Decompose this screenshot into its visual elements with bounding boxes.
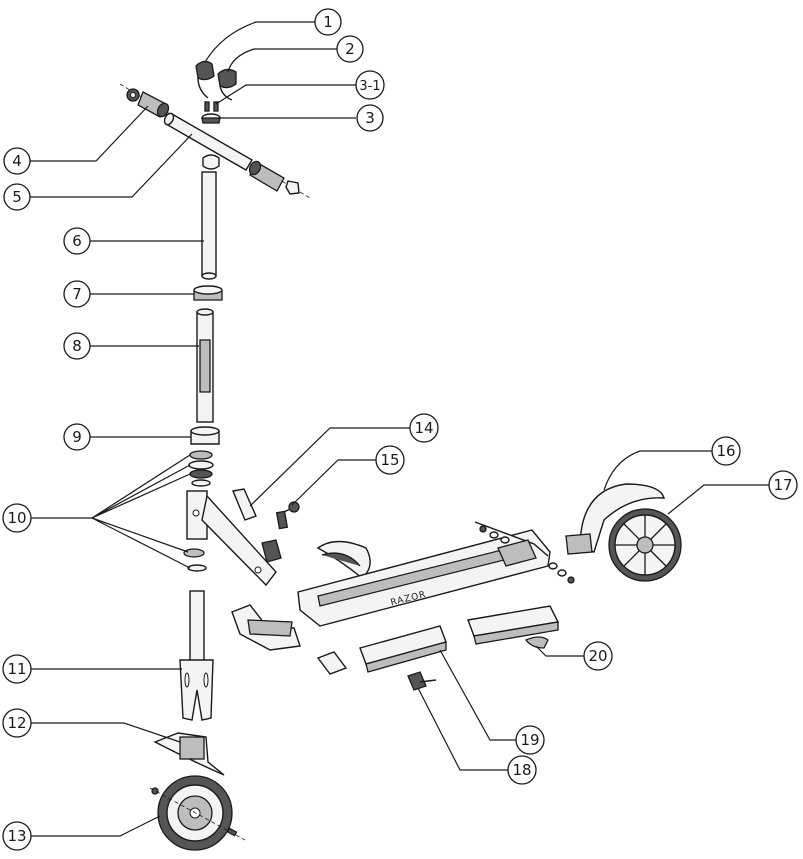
svg-text:15: 15 (380, 451, 399, 469)
upper-stem-tube (201, 171, 217, 280)
latch-bracket (261, 539, 282, 563)
svg-text:20: 20 (588, 647, 607, 665)
svg-text:6: 6 (72, 232, 82, 250)
rear-wheel (608, 508, 682, 582)
callout-7: 7 (63, 280, 91, 308)
callout-12: 12 (2, 708, 32, 738)
battery-tray (359, 625, 447, 673)
headset-cup (190, 426, 220, 445)
callout-19: 19 (515, 725, 545, 755)
lower-stem-tube (196, 308, 214, 423)
bearing-set (183, 450, 214, 572)
front-fender (153, 732, 225, 776)
folding-latch (232, 488, 257, 521)
grip-tape (316, 540, 371, 579)
front-fork (179, 590, 214, 721)
callout-14: 14 (409, 413, 439, 443)
svg-text:19: 19 (520, 731, 539, 749)
latch-bolt (275, 501, 300, 530)
svg-text:12: 12 (7, 714, 26, 732)
callout-6: 6 (63, 227, 91, 255)
front-skid-plate (231, 604, 301, 651)
svg-text:2: 2 (345, 40, 355, 58)
svg-text:9: 9 (72, 428, 82, 446)
handlebar-assembly (119, 60, 311, 199)
callout-13: 13 (2, 821, 32, 851)
folding-mechanism (186, 490, 277, 587)
callout-2: 2 (336, 35, 364, 63)
deck: RAZOR (297, 521, 551, 627)
left-grip (137, 91, 170, 118)
svg-text:11: 11 (7, 660, 26, 678)
callout-17: 17 (768, 470, 798, 500)
callout-20: 20 (583, 641, 613, 671)
svg-text:18: 18 (512, 761, 531, 779)
handlebar-clamp (201, 113, 221, 124)
charging-port (407, 671, 437, 691)
left-end-cap (126, 88, 140, 102)
callout-1: 1 (314, 8, 342, 36)
rear-fender (565, 483, 665, 555)
callout-5: 5 (3, 183, 31, 211)
bracket-plate (316, 651, 348, 675)
callout-3: 3 (356, 104, 384, 132)
callout-4: 4 (3, 147, 31, 175)
callout-3-1: 3-1 (355, 70, 385, 100)
callout-18: 18 (507, 755, 537, 785)
callout-15: 15 (375, 445, 405, 475)
callout-8: 8 (63, 332, 91, 360)
svg-text:8: 8 (72, 337, 82, 355)
deck-hardware (479, 525, 575, 584)
stem-collar (193, 285, 223, 301)
svg-text:17: 17 (773, 476, 792, 494)
svg-text:1: 1 (323, 13, 333, 31)
svg-text:7: 7 (72, 285, 82, 303)
svg-text:3-1: 3-1 (359, 79, 380, 94)
controller-housing (467, 605, 560, 645)
svg-text:13: 13 (7, 827, 26, 845)
callout-16: 16 (711, 436, 741, 466)
callout-11: 11 (2, 654, 32, 684)
leader-lines (30, 21, 769, 837)
svg-text:14: 14 (414, 419, 433, 437)
callout-10: 10 (2, 503, 32, 533)
svg-text:10: 10 (7, 509, 26, 527)
svg-text:16: 16 (716, 442, 735, 460)
callout-9: 9 (63, 423, 91, 451)
svg-text:3: 3 (365, 109, 375, 127)
right-end-cap (285, 180, 300, 195)
svg-text:5: 5 (12, 188, 22, 206)
screws (204, 101, 219, 112)
right-grip (248, 160, 285, 192)
front-wheel (149, 775, 246, 851)
kickstand (524, 636, 549, 649)
svg-text:4: 4 (12, 152, 22, 170)
brake-levers (195, 60, 237, 101)
